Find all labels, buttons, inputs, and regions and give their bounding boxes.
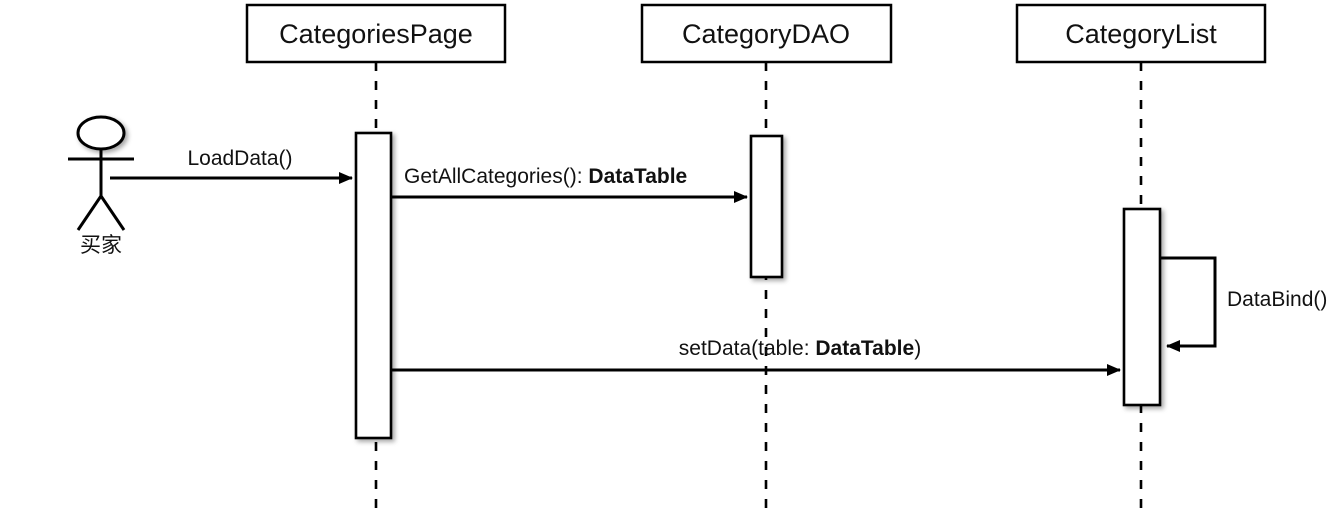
message-load-data[interactable]: LoadData()	[110, 147, 353, 184]
message-label-set-data-part-1: DataTable	[815, 337, 914, 360]
message-label-data-bind-part-0: DataBind()	[1227, 288, 1327, 311]
lifeline-header-box-categories-page[interactable]	[245, 3, 507, 64]
activation-bar-categories-page[interactable]	[354, 131, 393, 440]
activation-bar-category-list[interactable]	[1122, 207, 1162, 407]
actor-leg-left-line	[76, 195, 103, 231]
lifeline-categories-page[interactable]: CategoriesPage	[245, 3, 507, 508]
message-data-bind[interactable]: DataBind()	[1160, 256, 1327, 352]
message-label-set-data-part-2: )	[914, 337, 921, 360]
actor-label-buyer: 买家	[80, 233, 122, 257]
message-arrow-data-bind	[1160, 256, 1217, 352]
message-get-all-categories[interactable]: GetAllCategories(): DataTable	[391, 165, 748, 203]
message-label-load-data: LoadData()	[187, 147, 292, 170]
actor-leg-right-line	[99, 195, 126, 231]
message-label-get-all-categories: GetAllCategories(): DataTable	[404, 165, 687, 188]
lifeline-title-category-dao: CategoryDAO	[682, 19, 850, 49]
message-label-get-all-categories-part-0: GetAllCategories():	[404, 165, 588, 188]
message-label-data-bind: DataBind()	[1227, 288, 1327, 311]
message-label-load-data-part-0: LoadData()	[187, 147, 292, 170]
message-label-set-data: setData(table: DataTable)	[679, 337, 921, 360]
lifeline-category-dao[interactable]: CategoryDAO	[640, 3, 893, 508]
lifeline-title-categories-page: CategoriesPage	[279, 19, 473, 49]
actor-buyer[interactable]: 买家	[68, 115, 134, 257]
activation-bar-category-dao[interactable]	[749, 134, 784, 279]
message-set-data[interactable]: setData(table: DataTable)	[391, 337, 1121, 376]
lifeline-title-category-list: CategoryList	[1065, 19, 1217, 49]
message-label-set-data-part-0: setData(table:	[679, 337, 816, 360]
lifeline-category-list[interactable]: CategoryList	[1015, 3, 1267, 508]
message-label-get-all-categories-part-1: DataTable	[588, 165, 687, 188]
actor-head-icon	[76, 115, 126, 151]
lifeline-header-box-category-dao[interactable]	[640, 3, 893, 64]
